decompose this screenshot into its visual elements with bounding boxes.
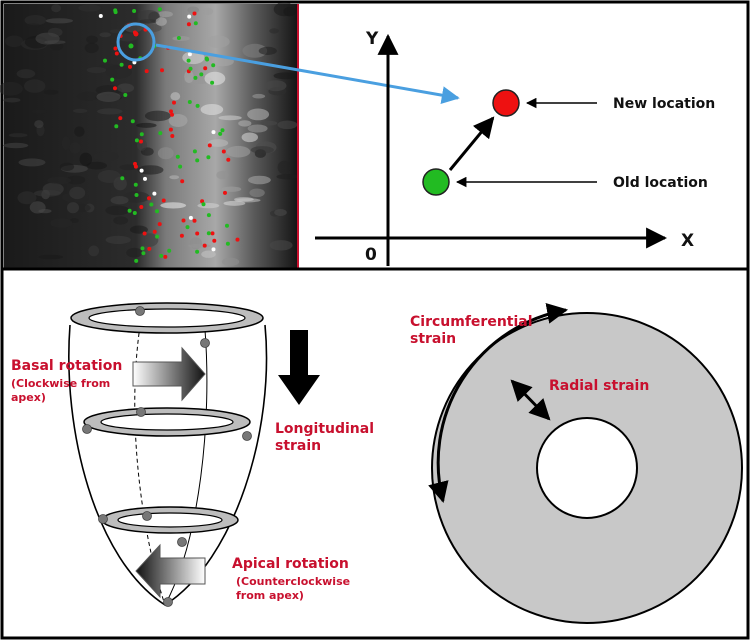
origin-label: 0 [365,245,377,265]
speckle-markers [98,7,240,263]
ring-strain-diagram: Circumferential strain Radial strain [410,302,743,624]
ventricle-diagram: Basal rotation (Clockwise from apex) Lon… [11,302,374,607]
longitudinal-strain-label: Longitudinal [275,421,374,437]
tissue-texture [0,2,299,266]
ventricle-markers [82,306,252,607]
new-location-label: New location [613,96,715,112]
circumferential-strain-label: Circumferential [410,314,533,330]
old-location-point [422,168,450,196]
apical-ring-hole [117,512,223,528]
y-axis-label: Y [365,29,379,49]
tracked-speckle-highlight [116,22,156,62]
basal-rotation-label: Basal rotation [11,358,122,374]
radial-strain-label: Radial strain [549,378,649,394]
new-location-point [492,89,520,117]
circumferential-strain-arrow [428,302,569,504]
old-location-label: Old location [613,175,708,191]
basal-rotation-note-2: apex) [11,391,46,404]
x-axis-label: X [681,231,694,251]
apical-rotation-note-2: from apex) [236,589,304,602]
apical-rotation-label: Apical rotation [232,556,349,572]
tracking-diagram: Y X 0 New location Old location [315,29,715,266]
apical-rotation-arrow [135,543,206,599]
circumferential-strain-label-2: strain [410,331,456,347]
basal-rotation-arrow [132,346,206,402]
longitudinal-strain-arrow [278,330,320,405]
basal-ring-hole [88,308,246,328]
zoom-connector-arrow [155,43,460,105]
longitudinal-strain-label-2: strain [275,438,321,454]
mid-ring-hole [100,413,234,431]
displacement-arrow [448,116,495,171]
speckle-image-panel [0,2,299,268]
radial-strain-arrow [510,379,551,421]
apical-rotation-note: (Counterclockwise [236,575,350,588]
basal-rotation-note: (Clockwise from [11,377,110,390]
cavity [536,417,638,519]
